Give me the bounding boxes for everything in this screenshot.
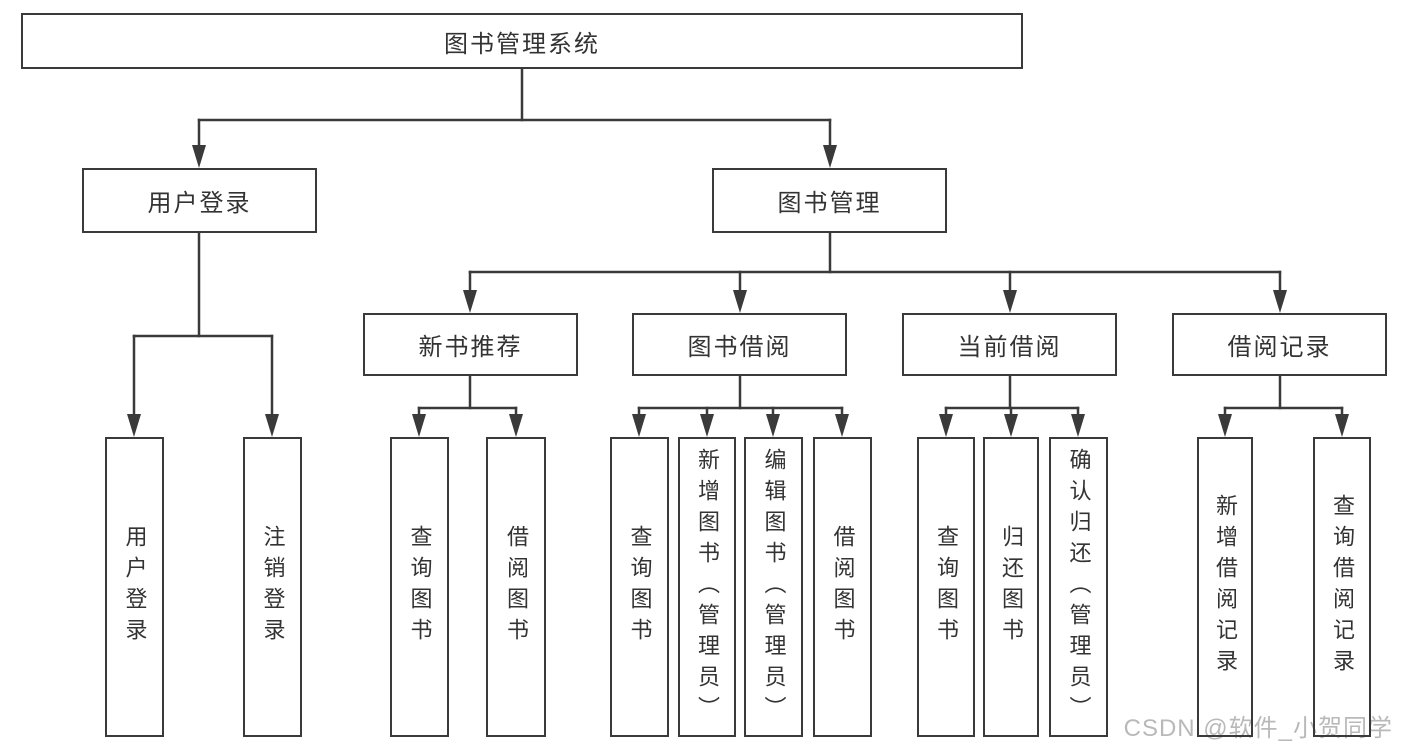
connector-new-book [412, 374, 523, 437]
node-borrow-records: 借阅记录 [1172, 313, 1387, 376]
leaf-borrow-edit-admin: 编辑图书（管理员） [744, 437, 803, 737]
connector-user-login [127, 231, 279, 437]
node-root: 图书管理系统 [21, 13, 1023, 69]
leaf-borrow-add-admin: 新增图书（管理员） [678, 437, 736, 737]
csdn-watermark: CSDN @软件_小贺同学 [1123, 715, 1393, 742]
leaf-current-confirm-admin: 确认归还（管理员） [1049, 437, 1108, 737]
leaf-current-query: 查询图书 [917, 437, 975, 737]
leaf-user-login: 用户登录 [105, 437, 164, 737]
leaf-current-return: 归还图书 [983, 437, 1039, 737]
leaf-records-add: 新增借阅记录 [1197, 437, 1253, 737]
leaf-newbook-borrow: 借阅图书 [486, 437, 546, 737]
leaf-borrow-borrow: 借阅图书 [813, 437, 872, 737]
node-new-book-recommend: 新书推荐 [363, 313, 578, 376]
connector-borrow-records [1218, 374, 1349, 437]
connector-current-borrow [939, 374, 1085, 437]
leaf-borrow-query: 查询图书 [610, 437, 669, 737]
node-current-borrow: 当前借阅 [902, 313, 1117, 376]
leaf-newbook-query: 查询图书 [390, 437, 449, 737]
node-book-borrow: 图书借阅 [632, 313, 847, 376]
leaf-records-query: 查询借阅记录 [1313, 437, 1371, 737]
connector-book-management [463, 231, 1287, 313]
connector-book-borrow [632, 374, 849, 437]
leaf-logout: 注销登录 [243, 437, 302, 737]
connector-root [192, 66, 837, 168]
node-book-management: 图书管理 [712, 168, 947, 233]
node-user-login: 用户登录 [82, 168, 317, 233]
